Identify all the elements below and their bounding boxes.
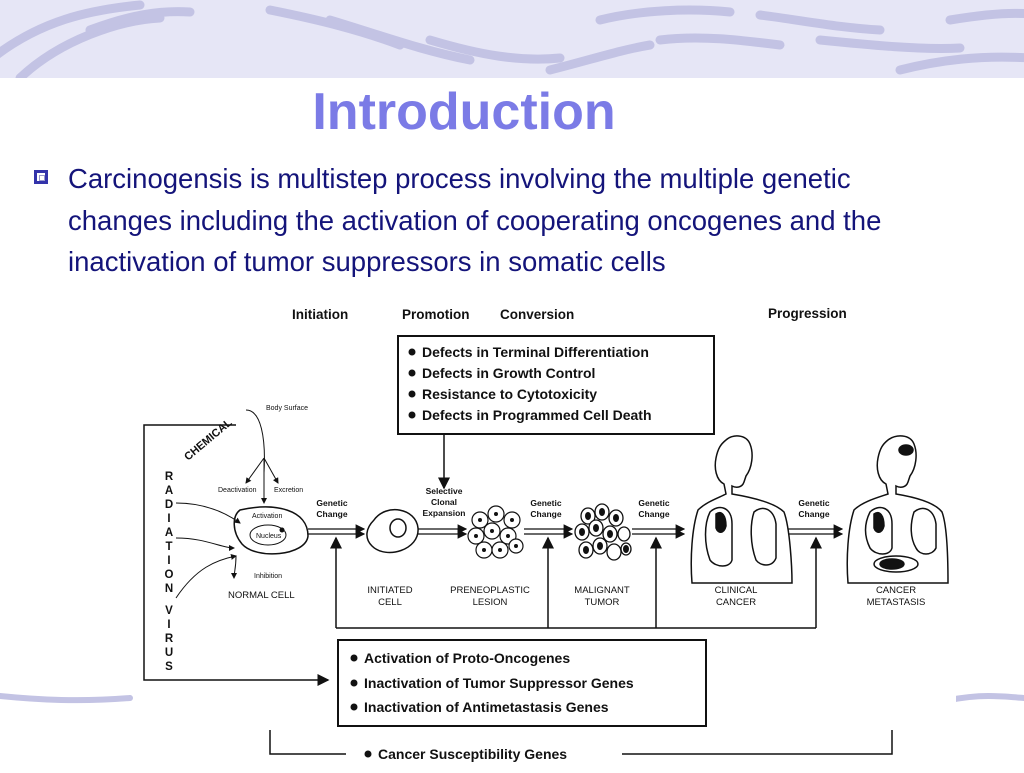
svg-text:Nucleus: Nucleus [256, 533, 282, 540]
footer-strip [0, 688, 1024, 708]
top-box-item: Defects in Programmed Cell Death [422, 407, 652, 423]
normal-cell-label: NORMAL CELL [228, 590, 295, 601]
svg-text:MALIGNANT: MALIGNANT [574, 585, 630, 596]
square-bullet-icon [34, 170, 48, 184]
banner-swirls [0, 0, 1024, 78]
svg-text:I: I [167, 555, 170, 567]
svg-text:I: I [167, 513, 170, 525]
top-box-item: Resistance to Cytotoxicity [422, 386, 597, 402]
genetic-change-label: Genetic [316, 498, 347, 508]
initiated-cell: INITIATED CELL [366, 509, 419, 608]
svg-text:TUMOR: TUMOR [585, 597, 620, 608]
svg-text:Expansion: Expansion [423, 508, 466, 518]
carcinogenesis-figure: Initiation Promotion Conversion Progress… [136, 298, 956, 768]
footer-swirls [0, 693, 1024, 704]
bottom-box-item: Inactivation of Tumor Suppressor Genes [364, 675, 634, 691]
svg-text:CANCER: CANCER [716, 597, 756, 608]
svg-text:Activation: Activation [252, 513, 282, 520]
selective-label: Selective [426, 486, 463, 496]
preneoplastic-lesion: PRENEOPLASTIC LESION [450, 505, 530, 608]
carcinogenesis-diagram: Initiation Promotion Conversion Progress… [136, 298, 956, 768]
svg-text:Excretion: Excretion [274, 487, 303, 494]
svg-text:METASTASIS: METASTASIS [867, 597, 926, 608]
normal-cell: Body Surface Deactivation Excretion Acti… [175, 405, 309, 601]
svg-text:CELL: CELL [378, 597, 402, 608]
svg-text:I: I [167, 619, 170, 631]
svg-text:LESION: LESION [473, 597, 508, 608]
susceptibility-label: Cancer Susceptibility Genes [378, 746, 567, 762]
svg-text:D: D [165, 499, 173, 511]
svg-text:Inhibition: Inhibition [254, 573, 282, 580]
genetic-change-label: Genetic [798, 498, 829, 508]
svg-text:Change: Change [638, 509, 669, 519]
header-banner [0, 0, 1024, 78]
svg-text:Change: Change [316, 509, 347, 519]
svg-text:U: U [165, 647, 173, 659]
slide-title: Introduction [312, 83, 616, 141]
bottom-genes-box: Activation of Proto-Oncogenes Inactivati… [337, 639, 707, 727]
stage-conversion: Conversion [500, 307, 574, 322]
top-box-item: Defects in Terminal Differentiation [422, 344, 649, 360]
susceptibility-bracket: Cancer Susceptibility Genes [269, 730, 893, 762]
svg-text:Clonal: Clonal [431, 497, 457, 507]
svg-text:CANCER: CANCER [876, 585, 916, 596]
bullet-text: Carcinogensis is multistep process invol… [68, 163, 882, 277]
bottom-box-item: Activation of Proto-Oncogenes [364, 650, 570, 666]
svg-text:Change: Change [530, 509, 561, 519]
svg-text:Deactivation: Deactivation [218, 487, 257, 494]
svg-text:N: N [165, 583, 173, 595]
svg-text:S: S [165, 661, 173, 673]
svg-text:INITIATED: INITIATED [367, 585, 412, 596]
svg-text:A: A [165, 485, 173, 497]
cancer-metastasis-figure: CANCER METASTASIS [846, 435, 949, 608]
genetic-change-label: Genetic [530, 498, 561, 508]
top-defects-box: Defects in Terminal Differentiation Defe… [397, 335, 715, 435]
top-box-item: Defects in Growth Control [422, 365, 595, 381]
genetic-change-label: Genetic [638, 498, 669, 508]
stage-initiation: Initiation [292, 307, 348, 322]
radiation-virus-label: R A D I A T I O N V I R U S [165, 471, 174, 673]
stage-promotion: Promotion [402, 307, 470, 322]
stage-progression: Progression [768, 306, 847, 321]
svg-text:R: R [165, 471, 174, 483]
malignant-tumor: MALIGNANT TUMOR [574, 503, 632, 608]
svg-text:R: R [165, 633, 174, 645]
clinical-cancer-figure: CLINICAL CANCER [690, 435, 793, 608]
svg-text:PRENEOPLASTIC: PRENEOPLASTIC [450, 585, 530, 596]
bottom-box-item: Inactivation of Antimetastasis Genes [364, 699, 609, 715]
svg-text:O: O [165, 569, 174, 581]
svg-text:T: T [165, 541, 172, 553]
svg-text:Body Surface: Body Surface [266, 405, 308, 412]
svg-text:V: V [165, 605, 173, 617]
svg-text:Change: Change [798, 509, 829, 519]
svg-text:CLINICAL: CLINICAL [715, 585, 758, 596]
svg-text:A: A [165, 527, 173, 539]
